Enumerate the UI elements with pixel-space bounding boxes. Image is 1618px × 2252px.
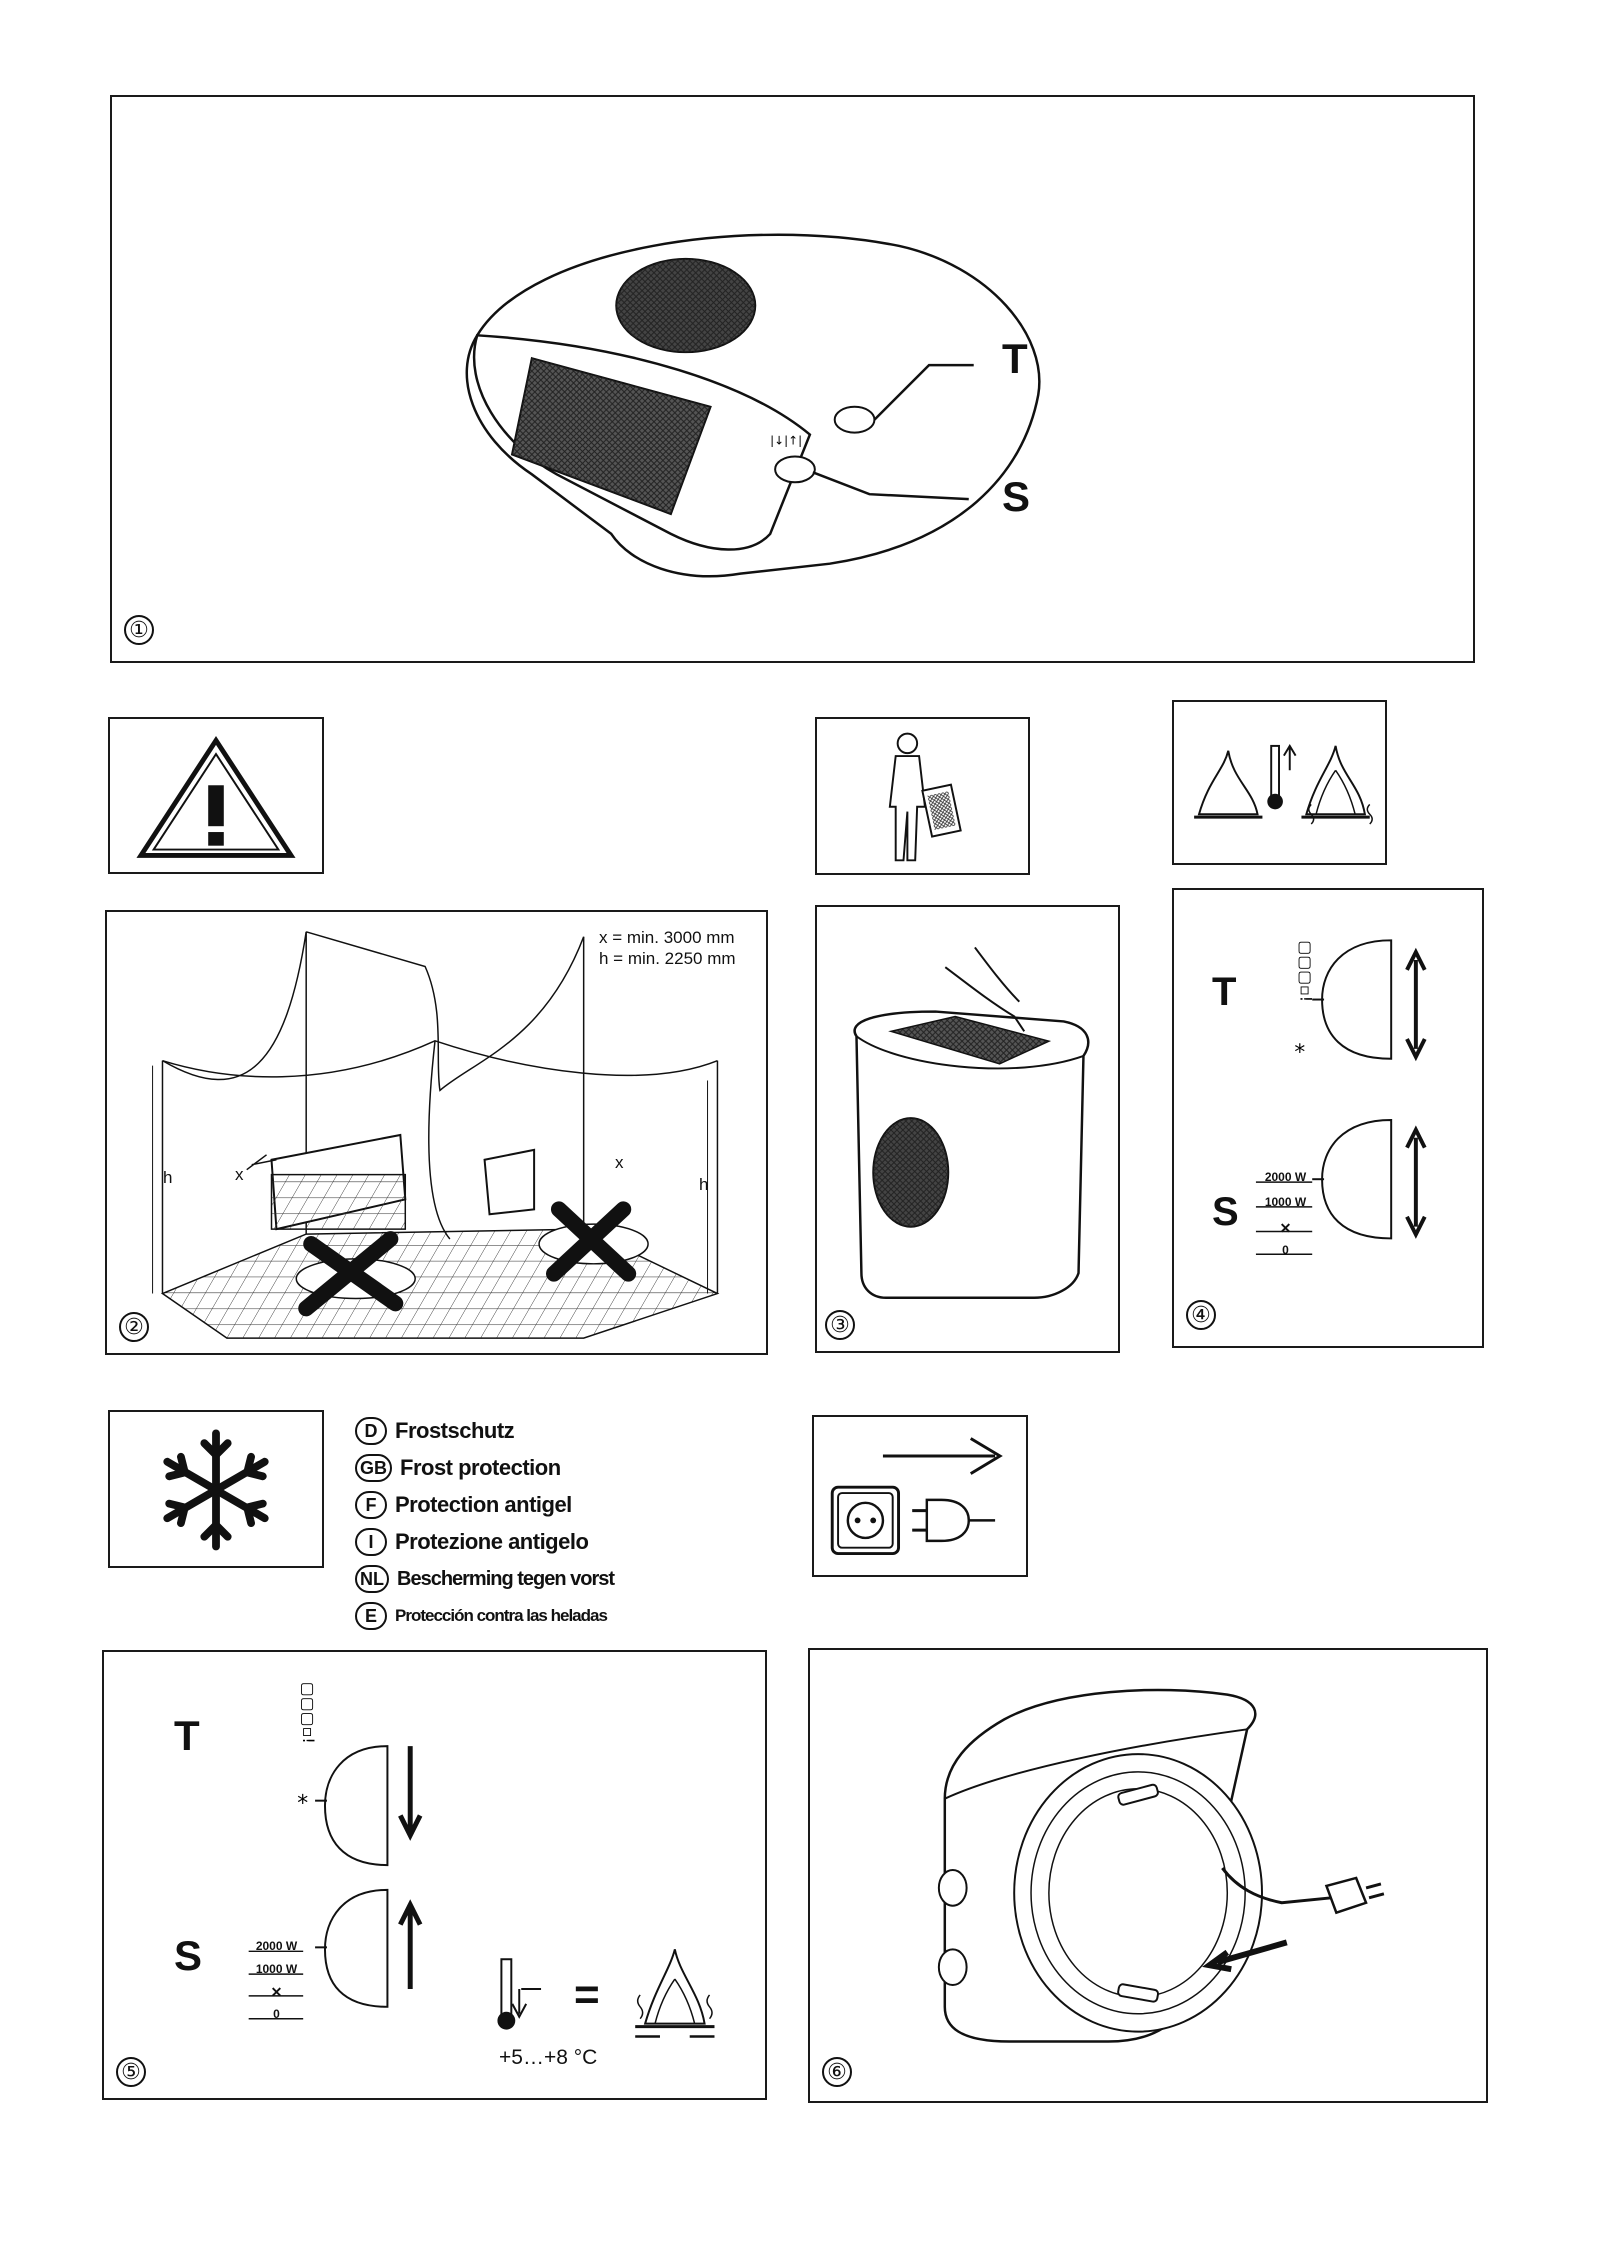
bathroom-illustration [107,912,766,1353]
level-1000w: 1000 W [1257,1195,1314,1209]
equals-sign: = [574,1970,600,2020]
label-switch: S [174,1932,202,1980]
label-thermostat: T [1002,335,1028,383]
level-off: 0 [249,2007,304,2021]
svg-text:|↓|↑|: |↓|↑| [770,434,802,449]
lang-row-e: E Protección contra las heladas [355,1601,607,1631]
svg-text:*: * [297,1792,308,1817]
lang-row-d: D Frostschutz [355,1416,514,1446]
lang-row-i: I Protezione antigelo [355,1527,588,1557]
lang-code: NL [355,1565,389,1593]
lang-text: Protección contra las heladas [395,1606,607,1626]
label-switch: S [1212,1190,1239,1235]
panel-number: ① [124,615,154,645]
lang-code: GB [355,1454,392,1482]
level-off: 0 [1257,1243,1314,1257]
snowflake-box [108,1410,324,1568]
svg-text:▢▢▢▫!: ▢▢▢▫! [299,1682,318,1744]
lang-row-nl: NL Bescherming tegen vorst [355,1564,614,1594]
temperature-range: +5…+8 °C [499,2047,597,2068]
mark-x-right: x [615,1152,624,1173]
dimension-x: x = min. 3000 mm [599,927,735,948]
level-2000w: 2000 W [1257,1170,1314,1184]
svg-text:*: * [1294,1040,1305,1065]
plug-socket-icon [814,1417,1026,1575]
heater-illustration: |↓|↑| [112,97,1473,661]
cord-storage-illustration [810,1650,1486,2101]
panel-6-cord-storage: ⑥ [808,1648,1488,2103]
lang-text: Protezione antigelo [395,1529,588,1555]
panel-5-frost-setting: ▢▢▢▫! * T S 2000 W 1000 W ✕ 0 = +5…+8 °C… [102,1650,767,2100]
panel-number: ② [119,1312,149,1342]
lang-code: D [355,1417,387,1445]
lang-text: Frost protection [400,1455,561,1481]
label-thermostat: T [174,1712,200,1760]
carry-box [815,717,1030,875]
svg-text:▢▢▢▫!: ▢▢▢▫! [1296,940,1315,1002]
warning-icon [110,719,322,872]
snowflake-icon [110,1412,322,1566]
dimension-h: h = min. 2250 mm [599,948,736,969]
person-carrying-icon [817,719,1028,873]
level-2000w: 2000 W [249,1939,304,1953]
lang-text: Protection antigel [395,1492,572,1518]
panel-3-carry-handle: ③ [815,905,1120,1353]
controls-illustration: ▢▢▢▫! * [1174,890,1482,1346]
frost-setting-illustration: ▢▢▢▫! * [104,1652,765,2098]
mark-h-left: h [163,1167,172,1188]
plug-box [812,1415,1028,1577]
label-switch: S [1002,473,1030,521]
lang-code: F [355,1491,387,1519]
mark-x-left: x [235,1164,244,1185]
level-fan: ✕ [1257,1220,1314,1237]
lang-row-f: F Protection antigel [355,1490,572,1520]
panel-4-controls: ▢▢▢▫! * T S 2000 W 1000 W ✕ 0 ④ [1172,888,1484,1348]
fan-heat-box [1172,700,1387,865]
panel-number: ③ [825,1310,855,1340]
panel-number: ④ [1186,1300,1216,1330]
level-fan: ✕ [249,1984,304,2001]
level-1000w: 1000 W [249,1962,304,1976]
lang-code: I [355,1528,387,1556]
panel-number: ⑤ [116,2057,146,2087]
panel-number: ⑥ [822,2057,852,2087]
lang-text: Frostschutz [395,1418,514,1444]
mark-h-right: h [699,1174,708,1195]
warning-box [108,717,324,874]
fan-heat-icon [1174,702,1385,863]
panel-1-heater-overview: |↓|↑| T S ① [110,95,1475,663]
label-thermostat: T [1212,970,1236,1015]
lang-code: E [355,1602,387,1630]
heater-handle-illustration [817,907,1118,1351]
lang-text: Bescherming tegen vorst [397,1568,614,1591]
panel-2-bathroom-clearance: x = min. 3000 mm h = min. 2250 mm h h x … [105,910,768,1355]
lang-row-gb: GB Frost protection [355,1453,561,1483]
